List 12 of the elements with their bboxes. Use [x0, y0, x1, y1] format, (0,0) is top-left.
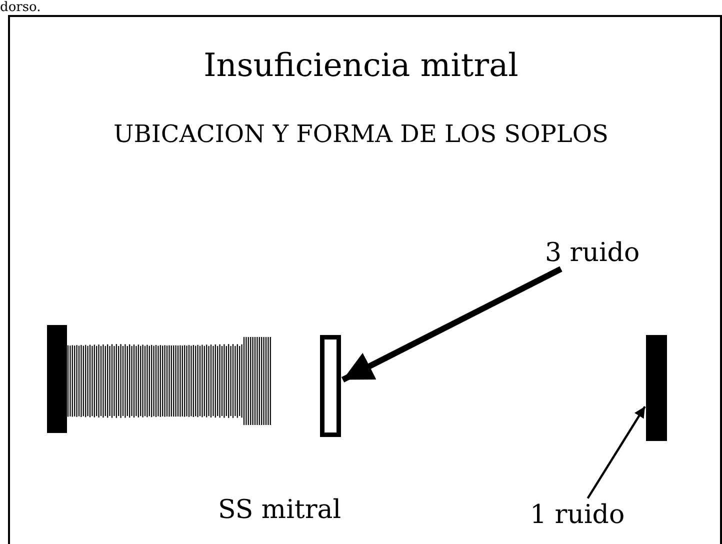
heart-sound-bar [47, 325, 67, 433]
subtitle: UBICACION Y FORMA DE LOS SOPLOS [112, 120, 610, 148]
sound-label: 3 ruido [545, 238, 640, 268]
sound-label: 1 ruido [530, 500, 625, 530]
heart-sound-bar [320, 335, 341, 437]
diagram-title: Insuficiencia mitral [202, 46, 520, 84]
text-fragment: dorso. [0, 0, 41, 15]
murmur-hatching [67, 337, 272, 425]
arrow [586, 406, 646, 499]
heart-sound-bar [646, 335, 667, 441]
arrow [341, 266, 562, 382]
murmur-label: SS mitral [218, 495, 342, 525]
